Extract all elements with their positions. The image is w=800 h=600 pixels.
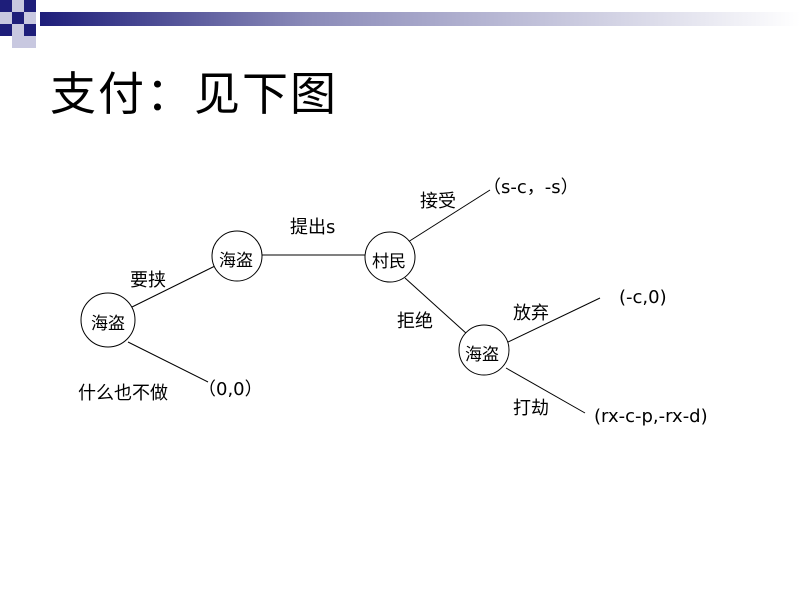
node-circle-n4 [458,324,510,376]
node-circle-n1 [80,292,136,348]
edge-label-give-up: 放弃 [513,303,549,324]
payoff-p1: （0,0） [198,379,263,400]
header-square [12,12,24,24]
edge-n4-p4 [505,367,586,414]
edge-label-do-nothing: 什么也不做 [78,383,168,404]
edge-label-threaten: 要挟 [130,270,166,291]
node-circle-n2 [211,230,263,282]
header-square [24,0,36,12]
node-label-n3: 村民 [372,252,406,272]
node-label-n4: 海盗 [465,345,499,365]
edge-n1-p1 [127,341,209,383]
payoff-p3: (-c,0) [619,287,667,308]
edge-n4-p3 [507,297,601,343]
header-square [0,12,12,24]
header-square [24,36,36,48]
header-square [12,24,24,36]
header-gradient-bar [40,12,800,26]
slide-title: 支付：见下图 [50,67,338,121]
edge-n3-n4 [404,277,468,335]
header-square [24,24,36,36]
edge-label-offer: 提出s [290,217,336,238]
node-label-n2: 海盗 [219,251,253,271]
header-square [0,0,12,12]
edge-label-rob: 打劫 [513,398,549,419]
header-square [0,24,12,36]
edge-n1-n2 [131,265,216,308]
header-square [12,36,24,48]
node-label-n1: 海盗 [91,314,125,334]
header-decoration [0,0,800,48]
header-band [0,0,800,48]
edge-label-accept: 接受 [420,191,456,212]
edge-n3-p2 [407,189,491,243]
node-circle-n3 [364,231,416,283]
header-square [12,0,24,12]
edge-label-reject: 拒绝 [397,311,433,332]
header-square [24,12,36,24]
payoff-p4: (rx-c-p,-rx-d) [594,406,708,427]
payoff-p2: （s-c，-s） [483,177,579,198]
